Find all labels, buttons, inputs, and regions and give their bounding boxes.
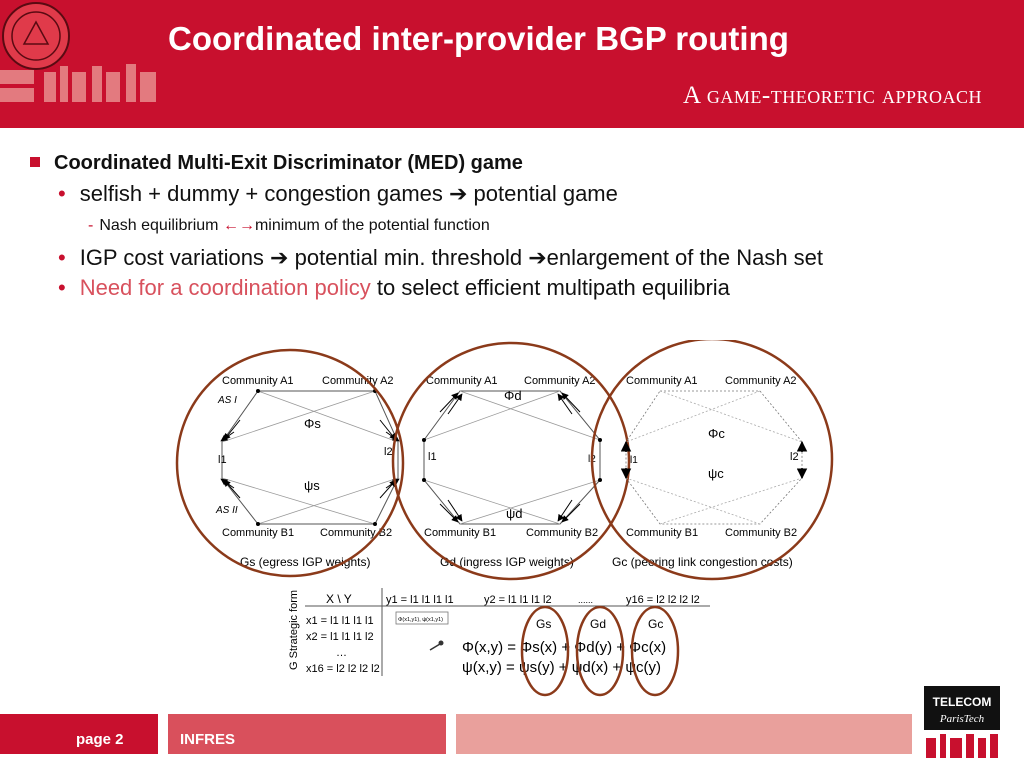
matrix-gs-label: Gs bbox=[536, 617, 551, 631]
psi-label: ψd bbox=[506, 506, 523, 521]
matrix-header: X \ Y bbox=[326, 592, 352, 606]
main-bullet: Coordinated Multi-Exit Discriminator (ME… bbox=[30, 152, 1010, 175]
node-label: Community B2 bbox=[725, 527, 797, 539]
game-figure: Community A1 Community A2 Community B1 C… bbox=[175, 340, 834, 697]
bullet-list: Coordinated Multi-Exit Discriminator (ME… bbox=[30, 152, 1010, 305]
graph-caption: Gd (ingress IGP weights) bbox=[440, 555, 574, 569]
slide-title: Coordinated inter-provider BGP routing bbox=[168, 20, 789, 57]
highlight-circle bbox=[391, 341, 631, 581]
node-label: Community A1 bbox=[426, 375, 498, 387]
matrix-row-label: … bbox=[336, 647, 347, 659]
sub-bullet-nash: -Nash equilibrium ←→minimum of the poten… bbox=[88, 217, 490, 234]
right-arrow-icon: ➔ bbox=[528, 245, 547, 270]
matrix-col-label: y16 = l2 l2 l2 l2 bbox=[626, 594, 700, 606]
highlight-ellipse bbox=[575, 605, 625, 697]
matrix-side-label: G Strategic form bbox=[288, 590, 300, 670]
as-label: AS I bbox=[217, 395, 237, 406]
footer-bar-page bbox=[0, 714, 158, 754]
phi-label: Φc bbox=[708, 426, 725, 441]
footer-bar-blank bbox=[456, 714, 912, 754]
matrix-cell: Φ(x1,y1), ψ(x1,y1) bbox=[398, 617, 443, 623]
right-arrow-icon: ➔ bbox=[449, 181, 468, 206]
graph-ingress: Community A1 Community A2 Community B1 C… bbox=[391, 341, 631, 581]
highlight-ellipse bbox=[520, 605, 570, 697]
matrix-gc-label: Gc bbox=[648, 617, 663, 631]
node-label: Community B2 bbox=[526, 527, 598, 539]
dot-bullet-icon: • bbox=[58, 275, 66, 300]
node-label: Community B2 bbox=[320, 527, 392, 539]
link-label: l1 bbox=[630, 455, 638, 466]
footer-bar-dept bbox=[168, 714, 446, 754]
header-banner: Coordinated inter-provider BGP routing A… bbox=[0, 0, 1024, 128]
slide-subtitle: A game-theoretic approach bbox=[682, 82, 982, 109]
bullet-igp-cost: •IGP cost variations ➔ potential min. th… bbox=[58, 245, 824, 270]
matrix-row-label: x2 = l1 l1 l1 l2 bbox=[306, 631, 374, 643]
node-label: Community B1 bbox=[222, 527, 294, 539]
phi-label: Φs bbox=[304, 416, 321, 431]
link-label: l2 bbox=[384, 446, 393, 458]
pointer-icon bbox=[429, 643, 441, 651]
university-seal-logo bbox=[0, 2, 156, 102]
dash-bullet-icon: - bbox=[88, 217, 94, 234]
psi-label: ψs bbox=[304, 478, 320, 493]
graph-egress: Community A1 Community A2 Community B1 C… bbox=[175, 348, 405, 578]
link-label: l2 bbox=[790, 451, 799, 463]
psi-label: ψc bbox=[708, 466, 724, 481]
graph-congestion: Community A1 Community A2 Community B1 C… bbox=[590, 340, 834, 581]
link-label: l1 bbox=[218, 454, 227, 466]
strategic-form-matrix: G Strategic form X \ Y y1 = l1 l1 l1 l1 … bbox=[288, 588, 710, 697]
highlight-circle bbox=[590, 340, 834, 581]
link-label: l1 bbox=[428, 451, 437, 463]
node-label: Community A1 bbox=[626, 375, 698, 387]
svg-text:TELECOM: TELECOM bbox=[933, 695, 992, 709]
matrix-row-label: x1 = l1 l1 l1 l1 bbox=[306, 615, 374, 627]
matrix-gd-label: Gd bbox=[590, 617, 606, 631]
telecom-paristech-logo: TELECOM ParisTech bbox=[924, 686, 1000, 758]
matrix-col-label: y2 = l1 l1 l1 l2 bbox=[484, 594, 552, 606]
equation-psi: ψ(x,y) = ψs(y) + ψd(x) + ψc(y) bbox=[462, 659, 661, 676]
page-number: page 2 bbox=[76, 731, 124, 748]
right-arrow-icon: ➔ bbox=[270, 245, 289, 270]
highlight-circle bbox=[175, 348, 405, 578]
department-label: INFRES bbox=[180, 731, 236, 748]
matrix-col-label: y1 = l1 l1 l1 l1 bbox=[386, 594, 454, 606]
svg-text:ParisTech: ParisTech bbox=[939, 713, 985, 725]
node-label: Community A2 bbox=[725, 375, 797, 387]
bullet-coordination: •Need for a coordination policy to selec… bbox=[58, 275, 730, 300]
square-bullet-icon bbox=[30, 156, 40, 167]
as-label: AS II bbox=[215, 505, 238, 516]
double-arrow-icon: ←→ bbox=[222, 217, 255, 234]
bullet-potential-game: •selfish + dummy + congestion games ➔ po… bbox=[58, 181, 618, 206]
phi-label: Φd bbox=[504, 388, 522, 403]
dot-bullet-icon: • bbox=[58, 181, 66, 206]
equation-phi: Φ(x,y) = Φs(x) + Φd(y) + Φc(x) bbox=[462, 639, 666, 656]
node-label: Community B1 bbox=[626, 527, 698, 539]
node-label: Community A1 bbox=[222, 375, 294, 387]
node-label: Community A2 bbox=[524, 375, 596, 387]
matrix-col-label: ...... bbox=[578, 595, 593, 605]
matrix-row-label: x16 = l2 l2 l2 l2 bbox=[306, 663, 380, 675]
dot-bullet-icon: • bbox=[58, 245, 66, 270]
node-label: Community A2 bbox=[322, 375, 394, 387]
highlight-ellipse bbox=[630, 605, 680, 697]
node-label: Community B1 bbox=[424, 527, 496, 539]
